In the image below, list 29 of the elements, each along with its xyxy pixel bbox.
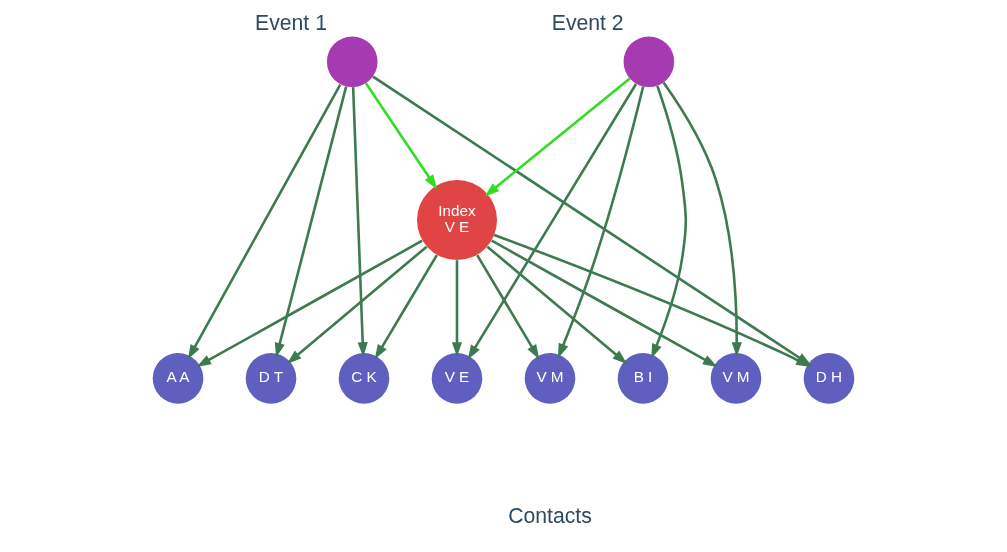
- node-circle: B I: [617, 353, 669, 404]
- arrow: [374, 254, 438, 360]
- arrow: [557, 86, 645, 359]
- arrow: [491, 239, 718, 367]
- arrow: [486, 245, 628, 364]
- arrow: [651, 85, 688, 359]
- node-circle: [326, 36, 378, 88]
- arrow: [274, 86, 348, 358]
- node-circle: A A: [152, 353, 204, 404]
- node-circle: [623, 36, 675, 88]
- node-circle: V M: [710, 353, 762, 404]
- node-circle: D T: [245, 353, 297, 404]
- node-label: Event 2: [551, 10, 624, 34]
- arrow: [364, 82, 438, 190]
- node-circle: V M: [524, 353, 576, 404]
- arrow: [351, 87, 368, 357]
- label: Contacts: [508, 504, 592, 528]
- node-circle: D H: [803, 353, 855, 404]
- arrow: [467, 83, 638, 360]
- arrow: [662, 81, 742, 357]
- node-label: Event 1: [255, 10, 327, 34]
- arrow: [476, 254, 540, 360]
- arrow: [484, 77, 631, 197]
- node-circle: V E: [431, 353, 483, 404]
- node-circle: C K: [338, 353, 390, 404]
- arrow: [196, 239, 423, 367]
- arrow: [187, 83, 342, 360]
- arrow: [451, 260, 463, 357]
- arrow: [286, 245, 428, 364]
